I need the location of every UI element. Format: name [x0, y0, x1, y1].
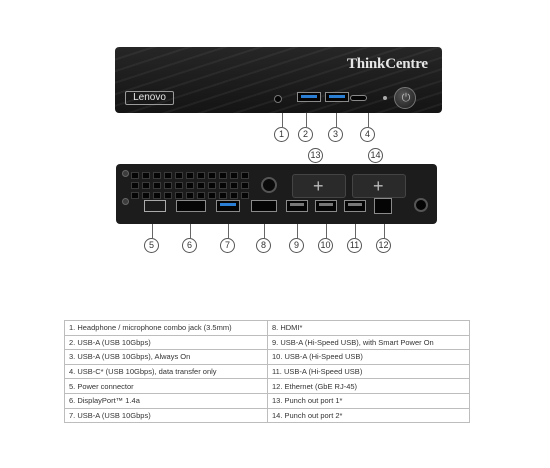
leader-line — [336, 113, 337, 127]
hdmi-port — [251, 200, 277, 212]
power-connector-port — [144, 200, 166, 212]
leader-line — [264, 224, 265, 238]
ethernet-port — [374, 198, 392, 214]
power-button: ⏻ — [394, 87, 416, 109]
callout-12: 12 — [376, 238, 391, 253]
table-row: 5. Power connector 12. Ethernet (GbE RJ-… — [64, 378, 470, 394]
port-legend-table: 1. Headphone / microphone combo jack (3.… — [64, 320, 470, 424]
displayport-port — [176, 200, 206, 212]
leader-line — [355, 224, 356, 238]
callout-14: 14 — [368, 148, 383, 163]
table-cell: 1. Headphone / microphone combo jack (3.… — [64, 320, 268, 336]
usb-a-icon — [297, 92, 321, 102]
callout-13: 13 — [308, 148, 323, 163]
usb-a-smart-power-on-port — [286, 200, 308, 212]
table-cell: 7. USB-A (USB 10Gbps) — [64, 407, 268, 424]
table-row: 4. USB-C* (USB 10Gbps), data transfer on… — [64, 363, 470, 380]
leader-line — [384, 224, 385, 238]
thinkcentre-brand: ThinkCentre — [347, 56, 428, 72]
usb-a-hi-speed-port-2 — [344, 200, 366, 212]
table-row: 3. USB-A (USB 10Gbps), Always On 10. USB… — [64, 349, 470, 365]
callout-10: 10 — [318, 238, 333, 253]
table-cell: 13. Punch out port 1* — [267, 392, 470, 409]
usb-a-always-on-icon — [325, 92, 349, 102]
table-cell: 5. Power connector — [64, 378, 268, 394]
table-row: 7. USB-A (USB 10Gbps) 14. Punch out port… — [64, 407, 470, 424]
table-row: 2. USB-A (USB 10Gbps) 9. USB-A (Hi-Speed… — [64, 334, 470, 351]
leader-line — [228, 224, 229, 238]
punch-out-port-1 — [292, 174, 346, 198]
front-view: ThinkCentre Lenovo ⏻ — [115, 47, 442, 113]
leader-line — [368, 113, 369, 127]
callout-11: 11 — [347, 238, 362, 253]
lenovo-logo: Lenovo — [125, 91, 174, 105]
screw — [122, 170, 129, 177]
usb-c-icon — [350, 95, 367, 101]
punch-out-port-2 — [352, 174, 406, 198]
table-cell: 10. USB-A (Hi-Speed USB) — [267, 349, 470, 365]
security-lock-slot — [414, 198, 428, 212]
callout-1: 1 — [274, 127, 289, 142]
headphone-mic-icon — [274, 95, 282, 103]
usb-a-10gbps-port — [216, 200, 240, 212]
leader-line — [282, 113, 283, 127]
callout-6: 6 — [182, 238, 197, 253]
callout-2: 2 — [298, 127, 313, 142]
leader-line — [152, 224, 153, 238]
power-icon: ⏻ — [401, 92, 411, 104]
callout-9: 9 — [289, 238, 304, 253]
table-cell: 2. USB-A (USB 10Gbps) — [64, 334, 268, 351]
rear-view — [116, 164, 437, 224]
callout-4: 4 — [360, 127, 375, 142]
leader-line — [326, 224, 327, 238]
table-cell: 14. Punch out port 2* — [267, 407, 470, 424]
usb-a-hi-speed-port — [315, 200, 337, 212]
table-cell: 6. DisplayPort™ 1.4a — [64, 392, 268, 409]
table-cell: 8. HDMI* — [267, 320, 470, 336]
callout-8: 8 — [256, 238, 271, 253]
callout-5: 5 — [144, 238, 159, 253]
screw — [122, 198, 129, 205]
table-cell: 4. USB-C* (USB 10Gbps), data transfer on… — [64, 363, 268, 380]
table-cell: 11. USB-A (Hi-Speed USB) — [267, 363, 470, 380]
table-cell: 12. Ethernet (GbE RJ-45) — [267, 378, 470, 394]
table-row: 6. DisplayPort™ 1.4a 13. Punch out port … — [64, 392, 470, 409]
table-cell: 3. USB-A (USB 10Gbps), Always On — [64, 349, 268, 365]
callout-3: 3 — [328, 127, 343, 142]
power-led — [383, 96, 387, 100]
table-row: 1. Headphone / microphone combo jack (3.… — [64, 320, 470, 336]
leader-line — [297, 224, 298, 238]
leader-line — [190, 224, 191, 238]
power-connector — [261, 177, 277, 193]
leader-line — [306, 113, 307, 127]
table-cell: 9. USB-A (Hi-Speed USB), with Smart Powe… — [267, 334, 470, 351]
callout-7: 7 — [220, 238, 235, 253]
rear-vent — [131, 172, 256, 212]
